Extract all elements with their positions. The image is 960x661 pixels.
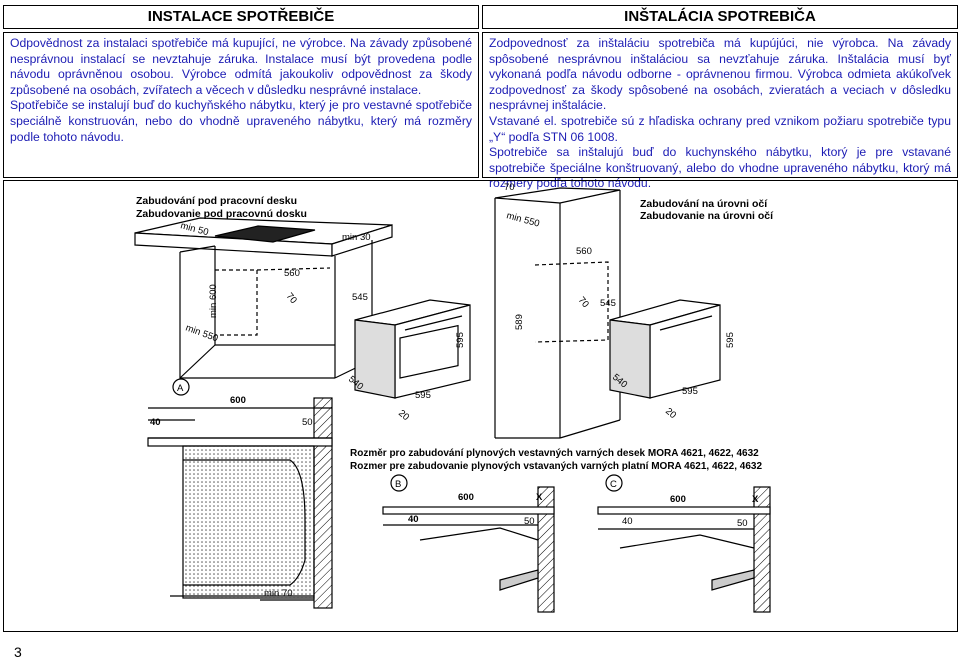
dim-x-b: X: [536, 492, 543, 503]
right-paragraph-1: Zodpovednosť za inštaláciu spotrebiča má…: [489, 36, 951, 113]
dim-min550-b: min 550: [505, 210, 541, 229]
dim-50-b: 50: [524, 516, 535, 527]
eye-level-dims: Zabudování na úrovni očí Zabudovanie na …: [504, 182, 774, 421]
diagram-frame: [3, 180, 958, 632]
dim-70-c: 70: [576, 295, 591, 310]
gas-caption-sk: Rozmer pre zabudovanie plynových vstavan…: [350, 461, 762, 472]
right-text-box: Zodpovednosť za inštaláciu spotrebiča má…: [482, 32, 958, 190]
left-paragraph-1: Odpovědnost za instalaci spotřebiče má k…: [10, 36, 472, 97]
dim-50-a: 50: [302, 417, 313, 428]
dim-560-a: 560: [284, 268, 300, 279]
label-eye-level-cz: Zabudování na úrovni očí: [640, 198, 768, 210]
dim-595-b: 595: [415, 390, 431, 401]
dim-70-a: 70: [284, 291, 299, 306]
label-eye-level-sk: Zabudovanie na úrovni očí: [640, 210, 774, 222]
section-c-label: C: [610, 479, 617, 490]
right-paragraph-3: Spotrebiče sa inštalujú buď do kuchynské…: [489, 145, 951, 191]
dim-40-b: 40: [408, 514, 419, 525]
dim-20-b: 20: [663, 406, 678, 421]
dim-40-c: 40: [622, 516, 633, 527]
page-number: 3: [14, 644, 22, 660]
dim-545-b: 545: [600, 298, 616, 309]
dim-min550: min 550: [184, 322, 220, 344]
eye-level-drawing: [494, 187, 721, 439]
dim-595-d: 595: [682, 386, 698, 397]
dim-600-a: 600: [230, 395, 246, 406]
left-title: INSTALACE SPOTŘEBIČE: [3, 5, 479, 29]
right-title: INŠTALÁCIA SPOTREBIČA: [482, 5, 958, 29]
dim-560-b: 560: [576, 246, 592, 257]
dim-600-c: 600: [670, 494, 686, 505]
section-b-dims: B 600 X 40 50: [395, 479, 543, 527]
section-c-drawing: [597, 474, 771, 613]
dim-min70: min 70: [264, 588, 293, 599]
dim-min30: min 30: [342, 232, 371, 243]
dim-40-a: 40: [150, 417, 161, 428]
section-a-drawing: [147, 378, 333, 609]
dim-600-b: 600: [458, 492, 474, 503]
section-b-drawing: [382, 474, 555, 613]
gas-hob-caption: Rozměr pro zabudování plynových vestavný…: [350, 448, 762, 472]
label-under-counter-sk: Zabudovanie pod pracovnú dosku: [136, 208, 307, 220]
dim-589: 589: [514, 314, 525, 330]
section-c-dims: C 600 X 40 50: [610, 479, 759, 529]
dim-20-a: 20: [396, 408, 411, 423]
dim-x-c: X: [752, 494, 759, 505]
dim-545-a: 545: [352, 292, 368, 303]
right-paragraph-2: Vstavané el. spotrebiče sú z hľadiska oc…: [489, 113, 951, 144]
dim-50-c: 50: [737, 518, 748, 529]
section-a-dims: A 600 40 50 min 70: [150, 383, 313, 599]
section-a-label: A: [177, 383, 184, 394]
gas-caption-cz: Rozměr pro zabudování plynových vestavný…: [350, 448, 759, 459]
dim-595-c: 595: [725, 332, 736, 348]
label-under-counter-cz: Zabudování pod pracovní desku: [136, 195, 297, 207]
under-counter-drawing: [134, 217, 471, 399]
dim-min600: min 600: [208, 284, 219, 318]
left-paragraph-2: Spotřebiče se instalují buď do kuchyňské…: [10, 98, 472, 144]
dim-595-a: 595: [455, 332, 466, 348]
left-text-box: Odpovědnost za instalaci spotřebiče má k…: [3, 32, 479, 178]
dim-70-b: 70: [504, 182, 515, 193]
section-b-label: B: [395, 479, 401, 490]
